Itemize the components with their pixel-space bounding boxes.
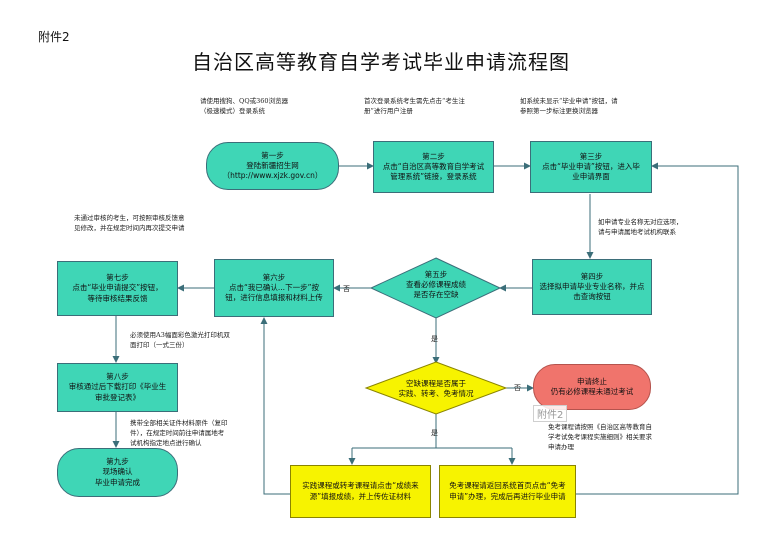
- exempt-line1: 免考课程请返回系统首页点击“免考: [449, 481, 566, 491]
- note-confirm: 携带全部相关证件材料原件（复印 件），在规定时间前往申请属地考 试机构指定地点进…: [130, 419, 228, 448]
- note-major: 如申请专业名称无对应选项， 请与申请属地考试机构联系: [598, 218, 683, 237]
- step8-line1: 审核通过后下载打印《毕业生: [68, 382, 167, 392]
- step8-line2: 审批登记表》: [95, 392, 140, 402]
- step6-line1: 点击“我已确认...下一步”按: [229, 282, 319, 292]
- decision2-line2: 实践、转考、免考情况: [398, 389, 474, 399]
- step5-line1: 查看必修课程成绩: [406, 280, 466, 290]
- decision-step5-shape: [369, 257, 502, 319]
- step2-line2: 管理系统”链接，登录系统: [390, 172, 477, 182]
- practice-box: 实践课程或转考课程请点击“成绩来 源”填报成绩，并上传佐证材料: [290, 465, 431, 518]
- decision2-label: 空缺课程是否属于 实践、转考、免考情况: [386, 379, 486, 399]
- step9-line1: 现场确认: [102, 467, 133, 477]
- edge-label-no2: 否: [514, 384, 521, 392]
- step4-box: 第四步 选择拟申请毕业专业名称，并点 击查询按钮: [532, 259, 652, 315]
- decision2-line1: 空缺课程是否属于: [406, 379, 466, 388]
- note-register: 首次登录系统考生需先点击“考生注 册”进行用户注册: [364, 97, 465, 116]
- terminate-box: 申请终止 仍有必修课程未通过考试: [533, 364, 651, 410]
- note-resubmit: 未通过审核的考生，可按照审核反馈意 见修改，并在规定时间内再次提交申请: [74, 214, 185, 233]
- step3-title: 第三步: [579, 151, 603, 161]
- note-browser: 请使用搜狗、QQ或360浏览器 （极速模式）登录系统: [200, 97, 289, 116]
- decision-2-shape: [364, 361, 508, 415]
- page-title: 自治区高等教育自学考试毕业申请流程图: [192, 50, 570, 74]
- practice-line1: 实践课程或转考课程请点击“成绩来: [302, 481, 419, 491]
- step1-title: 第一步: [261, 150, 284, 160]
- step2-box: 第二步 点击“自治区高等教育自学考试 管理系统”链接，登录系统: [373, 141, 494, 193]
- step8-box: 第八步 审核通过后下载打印《毕业生 审批登记表》: [57, 363, 178, 412]
- step6-box: 第六步 点击“我已确认...下一步”按 钮，进行信息填报和材料上传: [214, 259, 334, 317]
- step1-line1: 登陆新疆招生网: [246, 160, 299, 170]
- step9-box: 第九步 现场确认 毕业申请完成: [57, 448, 178, 497]
- step6-line2: 钮，进行信息填报和材料上传: [225, 293, 323, 303]
- step7-line1: 点击“毕业申请提交”按钮，: [72, 283, 163, 293]
- step8-title: 第八步: [106, 372, 129, 382]
- step1-line2: （http://www.xjzk.gov.cn）: [222, 171, 323, 181]
- step3-box: 第三步 点击“毕业申请”按钮，进入毕 业申请界面: [530, 141, 652, 193]
- terminate-line1: 申请终止: [577, 376, 607, 386]
- terminate-line2: 仍有必修课程未通过考试: [550, 387, 634, 396]
- attachment-stamp: 附件2: [533, 405, 568, 422]
- step9-line2: 毕业申请完成: [95, 477, 140, 487]
- practice-line2: 源”填报成绩，并上传佐证材料: [309, 491, 412, 501]
- step7-box: 第七步 点击“毕业申请提交”按钮， 等待审核结果反馈: [57, 261, 178, 316]
- step7-line2: 等待审核结果反馈: [87, 293, 148, 303]
- note-exempt-rules: 免考课程请按照《自治区高等教育自 学考试免考课程实施细则》相关要求 申请办理: [548, 423, 652, 452]
- step9-title: 第九步: [106, 457, 129, 467]
- edge-label-yes1: 是: [431, 335, 438, 343]
- attachment-label: 附件2: [38, 30, 70, 44]
- step5-title: 第五步: [424, 270, 448, 279]
- note-print: 必须使用A3幅面彩色激光打印机双 面打印（一式三份）: [130, 331, 230, 350]
- step3-line2: 业申请界面: [572, 172, 610, 182]
- edge-exempt-3: [576, 162, 739, 495]
- step5-label: 第五步 查看必修课程成绩 是否存在空缺: [386, 270, 486, 300]
- step7-title: 第七步: [106, 273, 129, 283]
- step2-line1: 点击“自治区高等教育自学考试: [382, 161, 485, 171]
- edge-label-no1: 否: [343, 285, 350, 293]
- step2-title: 第二步: [422, 151, 445, 161]
- exempt-line2: 申请”办理，完成后再进行毕业申请: [449, 491, 566, 501]
- step4-line2: 击查询按钮: [573, 292, 611, 302]
- edge-practice-6: [260, 317, 290, 495]
- step3-line1: 点击“毕业申请”按钮，进入毕: [542, 161, 640, 171]
- step6-title: 第六步: [262, 272, 286, 282]
- note-no-button: 如系统未显示“毕业申请”按钮，请 参照第一步标注更换浏览器: [520, 97, 618, 116]
- step4-line1: 选择拟申请毕业专业名称，并点: [539, 281, 645, 291]
- step5-line2: 是否存在空缺: [413, 290, 459, 300]
- step1-box: 第一步 登陆新疆招生网 （http://www.xjzk.gov.cn）: [206, 142, 339, 190]
- exempt-box: 免考课程请返回系统首页点击“免考 申请”办理，完成后再进行毕业申请: [439, 465, 576, 518]
- step4-title: 第四步: [580, 271, 604, 281]
- edge-label-yes2: 是: [431, 429, 438, 437]
